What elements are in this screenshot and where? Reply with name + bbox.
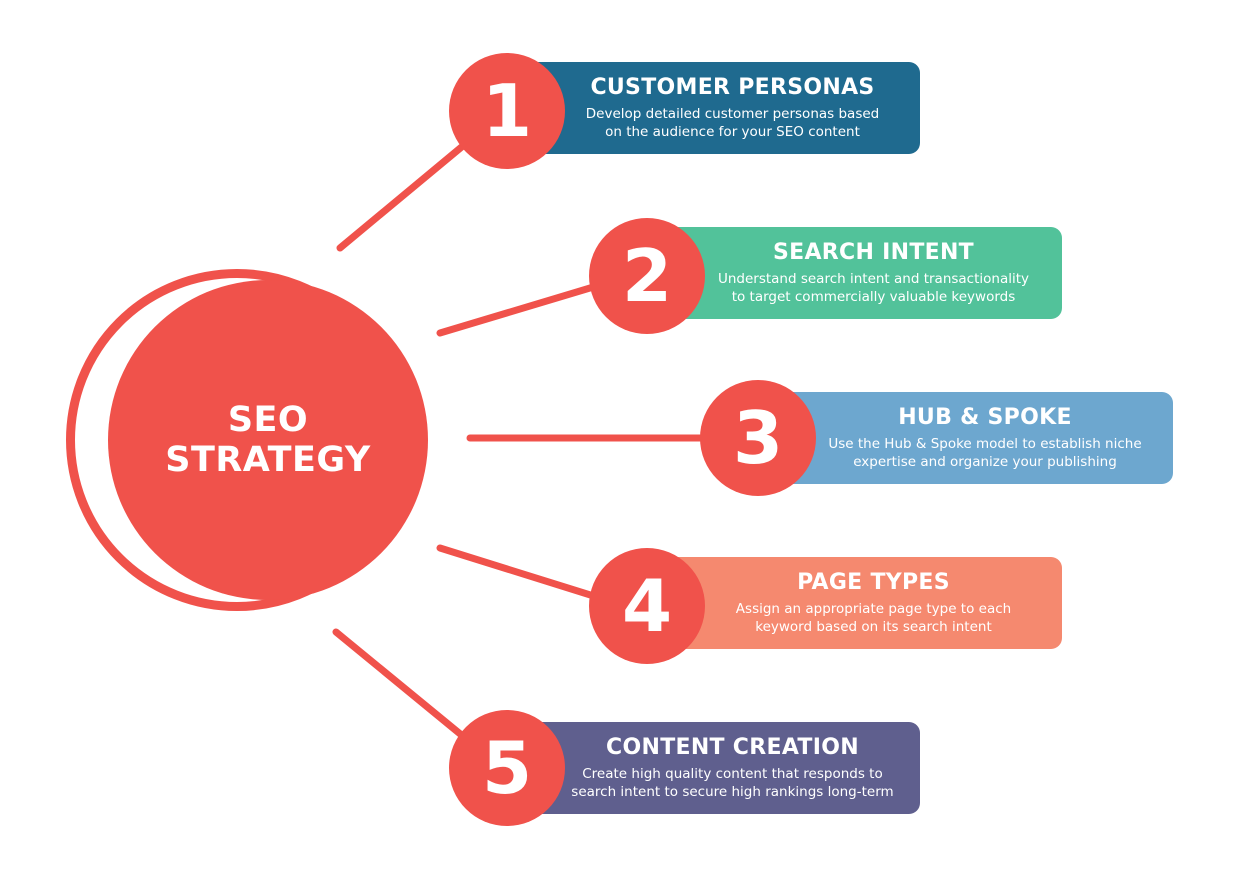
center-title-line1: SEO (227, 400, 309, 440)
center-circle: SEO STRATEGY (108, 280, 428, 600)
step-title-2: SEARCH INTENT (772, 240, 974, 265)
step-desc-2: Understand search intent and transaction… (718, 270, 1029, 306)
step-card-4: PAGE TYPES Assign an appropriate page ty… (645, 557, 1062, 649)
step-desc-5-line2: search intent to secure high rankings lo… (571, 784, 894, 800)
step-number-badge-4: 4 (589, 548, 705, 664)
step-title-1: CUSTOMER PERSONAS (590, 75, 875, 100)
step-desc-3: Use the Hub & Spoke model to establish n… (828, 435, 1141, 471)
step-number-badge-3: 3 (700, 380, 816, 496)
step-number-badge-5: 5 (449, 710, 565, 826)
step-desc-2-line2: to target commercially valuable keywords (731, 289, 1016, 305)
connector-1 (336, 136, 474, 252)
step-title-5: CONTENT CREATION (606, 735, 859, 760)
step-desc-1: Develop detailed customer personas based… (586, 105, 879, 141)
step-desc-5-line1: Create high quality content that respond… (582, 766, 883, 782)
step-desc-1-line2: on the audience for your SEO content (605, 124, 860, 140)
center-title: SEO STRATEGY (138, 400, 398, 480)
step-desc-3-line2: expertise and organize your publishing (853, 454, 1117, 470)
center-title-line2: STRATEGY (165, 440, 371, 480)
step-desc-1-line1: Develop detailed customer personas based (585, 106, 880, 122)
step-card-2: SEARCH INTENT Understand search intent a… (645, 227, 1062, 319)
connector-5 (332, 628, 474, 746)
connector-4 (436, 544, 604, 602)
step-desc-4-line2: keyword based on its search intent (755, 619, 992, 635)
step-card-1: CUSTOMER PERSONAS Develop detailed custo… (505, 62, 920, 154)
step-card-5: CONTENT CREATION Create high quality con… (505, 722, 920, 814)
step-desc-4: Assign an appropriate page type to each … (736, 600, 1011, 636)
step-title-4: PAGE TYPES (797, 570, 950, 595)
step-number-badge-2: 2 (589, 218, 705, 334)
step-number-badge-1: 1 (449, 53, 565, 169)
step-desc-2-line1: Understand search intent and transaction… (717, 271, 1030, 287)
step-desc-5: Create high quality content that respond… (571, 765, 893, 801)
step-desc-4-line1: Assign an appropriate page type to each (735, 601, 1012, 617)
step-card-3: HUB & SPOKE Use the Hub & Spoke model to… (757, 392, 1173, 484)
step-title-3: HUB & SPOKE (898, 405, 1072, 430)
connector-2 (436, 281, 604, 337)
step-desc-3-line1: Use the Hub & Spoke model to establish n… (828, 436, 1142, 452)
